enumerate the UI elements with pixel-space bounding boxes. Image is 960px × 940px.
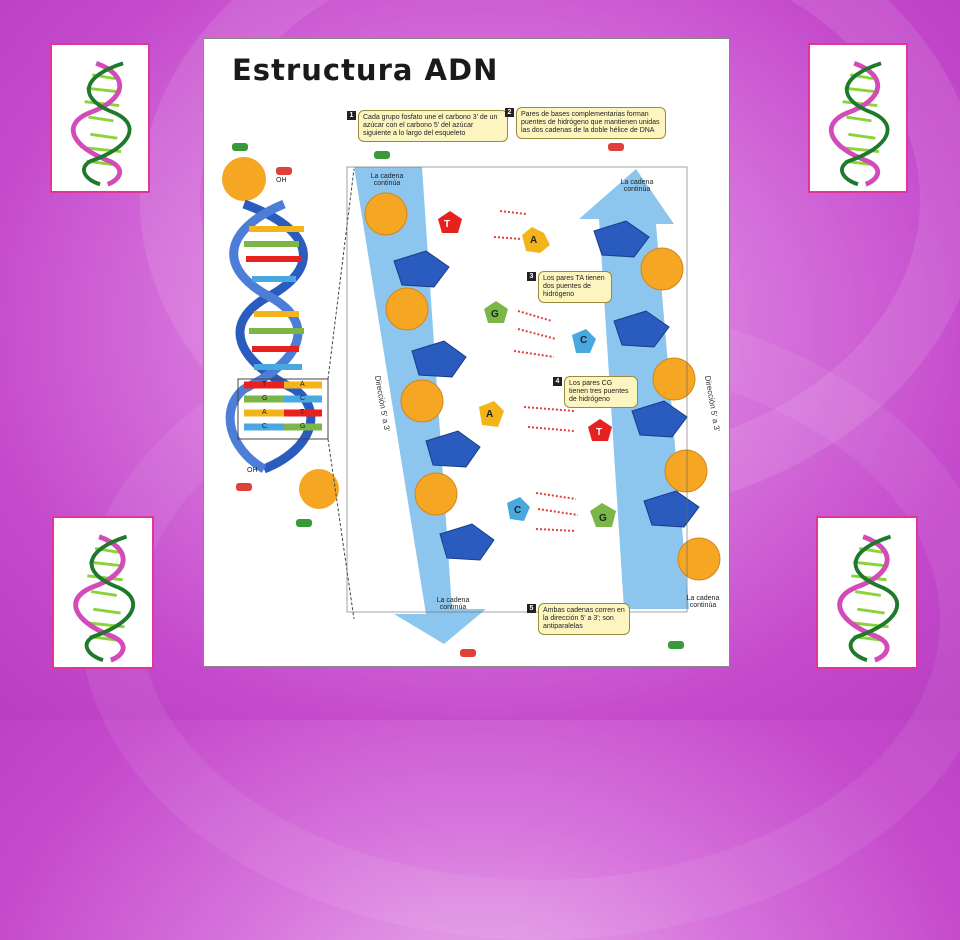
callout-5: 5 Ambas cadenas corren en la dirección 5… — [527, 603, 630, 635]
callout-1: 1 Cada grupo fosfato une el carbono 3' d… — [347, 110, 508, 142]
extremo-5-tag — [232, 143, 249, 151]
strand-continues-label: La cadena continúa — [370, 173, 404, 187]
helix-oh-label: OH — [276, 177, 287, 184]
dna-helix-card-bottom-right — [816, 516, 918, 669]
callout-text: Los pares CG tienen tres puentes de hidr… — [569, 380, 629, 403]
base-label: T — [596, 427, 603, 438]
callout-number: 4 — [553, 377, 562, 386]
base-label: G — [599, 513, 607, 524]
callout-text: Los pares TA tienen dos puentes de hidró… — [543, 275, 605, 298]
dna-structure-figure: Estructura ADN — [203, 38, 730, 667]
extremo-5-tag — [668, 641, 685, 649]
callout-number: 2 — [505, 108, 514, 117]
dna-helix-icon — [70, 61, 132, 187]
slide-title: Estructura ADN — [232, 53, 499, 87]
extremo-5-tag — [296, 519, 313, 527]
base-label: C — [514, 505, 522, 516]
dna-helix-card-top-left — [50, 43, 150, 193]
callout-text: Ambas cadenas corren en la dirección 5' … — [543, 607, 625, 630]
callout-3: 3 Los pares TA tienen dos puentes de hid… — [527, 271, 612, 303]
helix-rung-letter: T — [262, 381, 267, 388]
dna-helix-card-top-right — [808, 43, 908, 193]
extremo-3-tag — [276, 167, 293, 175]
extremo-5-tag — [374, 151, 391, 159]
double-helix-illustration — [222, 157, 355, 620]
extremo-3-tag — [608, 143, 625, 151]
helix-oh-label: OH — [247, 467, 258, 474]
helix-rung-letter: G — [262, 395, 268, 402]
base-label: A — [530, 235, 538, 246]
base-label: T — [444, 219, 451, 230]
base-label: A — [486, 409, 494, 420]
base-label: G — [491, 309, 499, 320]
helix-rung-letter: T — [300, 409, 305, 416]
helix-rung-letter: C — [262, 423, 268, 430]
callout-text: Pares de bases complementarias forman pu… — [521, 111, 660, 134]
callout-number: 1 — [347, 111, 356, 120]
strand-continues-label: La cadena continúa — [686, 595, 720, 609]
extremo-3-tag — [460, 649, 477, 657]
helix-rung-letter: A — [300, 381, 305, 388]
helix-rung-letter: C — [300, 395, 306, 402]
callout-2: 2 Pares de bases complementarias forman … — [505, 107, 666, 139]
callout-text: Cada grupo fosfato une el carbono 3' de … — [363, 114, 498, 137]
callout-4: 4 Los pares CG tienen tres puentes de hi… — [553, 376, 638, 408]
helix-rung-letter: G — [300, 423, 306, 430]
callout-number: 3 — [527, 272, 536, 281]
strand-continues-label: La cadena continúa — [436, 597, 470, 611]
dna-helix-icon — [837, 534, 900, 663]
extremo-3-tag — [236, 483, 253, 491]
strand-continues-label: La cadena continúa — [620, 179, 654, 193]
helix-rung-letter: A — [262, 409, 267, 416]
dna-helix-icon — [828, 61, 890, 187]
dna-helix-icon — [73, 534, 136, 663]
base-label: C — [580, 335, 588, 346]
dna-helix-card-bottom-left — [52, 516, 154, 669]
callout-number: 5 — [527, 604, 536, 613]
